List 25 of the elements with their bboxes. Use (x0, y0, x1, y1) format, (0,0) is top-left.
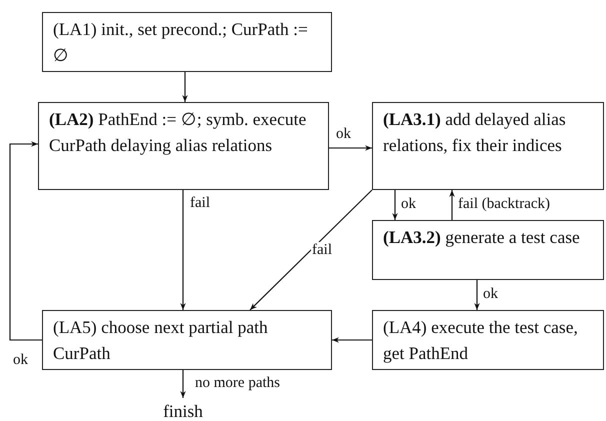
process-box (38, 102, 329, 190)
arrow (332, 337, 372, 343)
step-text: (LA3.2) generate a test case (383, 226, 581, 249)
arrow (9, 141, 42, 341)
step-text: (LA3.1) add delayed alias relations, fix their indices (383, 108, 567, 157)
step-text: (LA2) PathEnd := ∅; symb. execute CurPath delaying alias relations (49, 108, 308, 157)
edge-label: fail (backtrack) (457, 196, 552, 213)
arrow (180, 190, 186, 310)
process-box (372, 102, 604, 190)
arrow (250, 190, 372, 310)
edge-label: no more paths (194, 375, 281, 392)
process-box (372, 310, 604, 370)
arrow (449, 190, 455, 220)
step-text: (LA4) execute the test case, get PathEnd (383, 316, 579, 365)
step-text: finish (162, 400, 204, 421)
process-box (372, 220, 604, 280)
step-text: (LA5) choose next partial path CurPath (53, 316, 269, 365)
process-box (42, 12, 332, 72)
arrow (392, 190, 398, 220)
process-box (42, 310, 332, 370)
step-text: (LA1) init., set precond.; CurPath := ∅ (53, 18, 309, 67)
arrow (329, 145, 372, 151)
arrow (180, 370, 186, 398)
arrow (474, 280, 480, 310)
arrow (182, 72, 188, 102)
